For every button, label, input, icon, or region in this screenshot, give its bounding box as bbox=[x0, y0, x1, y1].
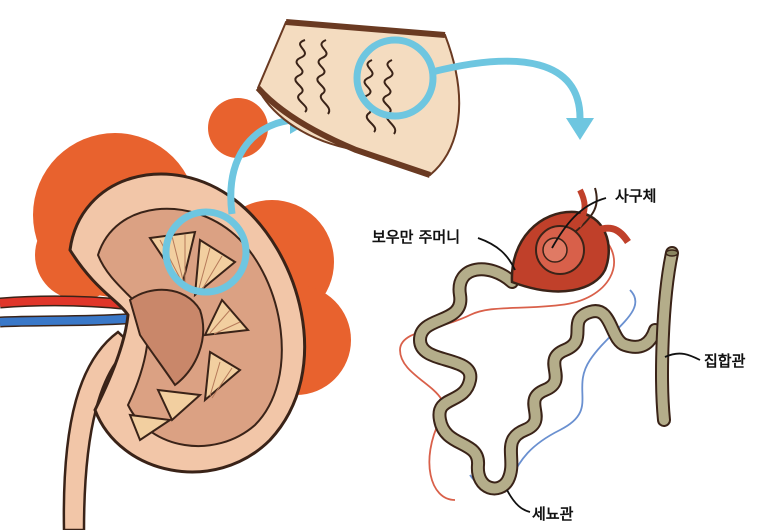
arrow-head-2 bbox=[566, 118, 594, 140]
label-collecting-duct: 집합관 bbox=[704, 350, 745, 371]
label-bowman-capsule: 보우만 주머니 bbox=[372, 226, 460, 247]
label-tubule: 세뇨관 bbox=[532, 503, 573, 524]
label-glomerulus: 사구체 bbox=[615, 185, 656, 206]
